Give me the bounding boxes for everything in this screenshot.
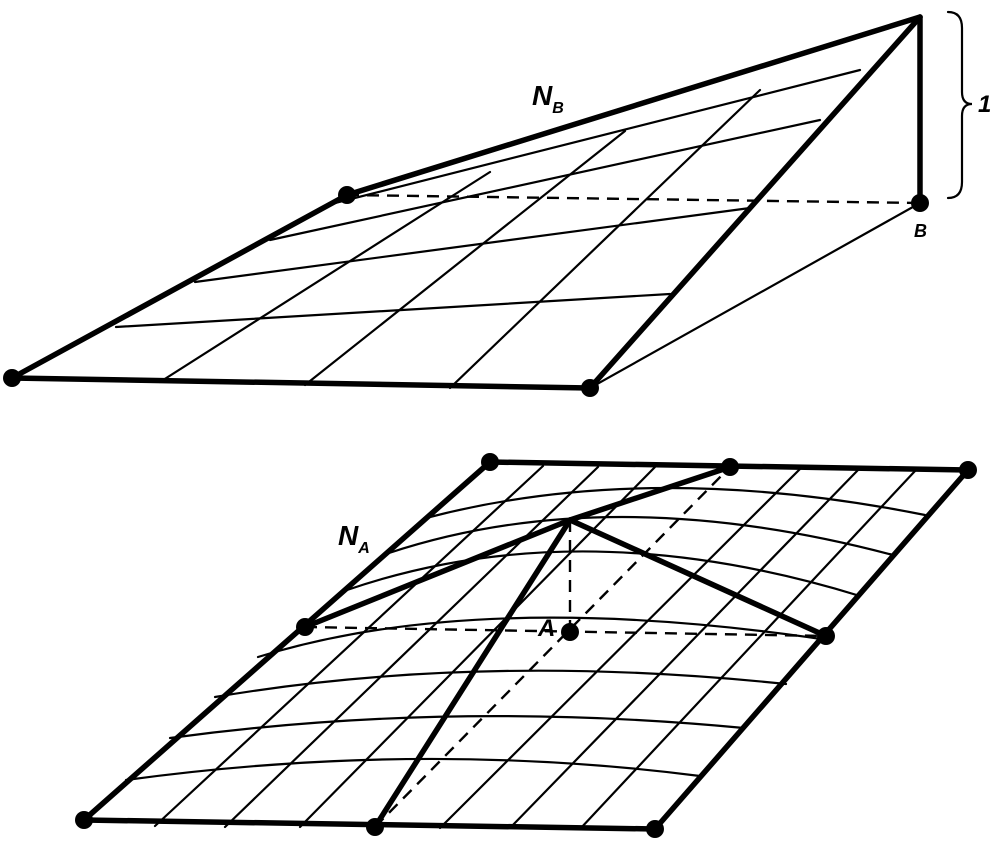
lower-pyramid-outline bbox=[302, 464, 829, 830]
node-label-b: B bbox=[914, 221, 927, 241]
lower-parallelogram-outline bbox=[81, 459, 971, 832]
lower-basis-function-diagram: NA A bbox=[75, 453, 977, 838]
node-label-a: A bbox=[537, 615, 555, 642]
lower-mesh-grid bbox=[124, 464, 927, 831]
upper-basis-function-diagram: 1 NB B bbox=[3, 10, 991, 397]
basis-function-label-nb: NB bbox=[532, 80, 564, 117]
upper-mesh-grid bbox=[114, 68, 922, 390]
basis-function-label-na: NA bbox=[338, 520, 370, 557]
height-label: 1 bbox=[978, 91, 991, 118]
upper-nodes bbox=[3, 186, 929, 397]
lower-nodes bbox=[75, 453, 977, 838]
upper-base-dashed-edge bbox=[346, 193, 921, 205]
upper-height-brace: 1 bbox=[946, 10, 991, 200]
upper-wedge-outline bbox=[9, 14, 923, 391]
